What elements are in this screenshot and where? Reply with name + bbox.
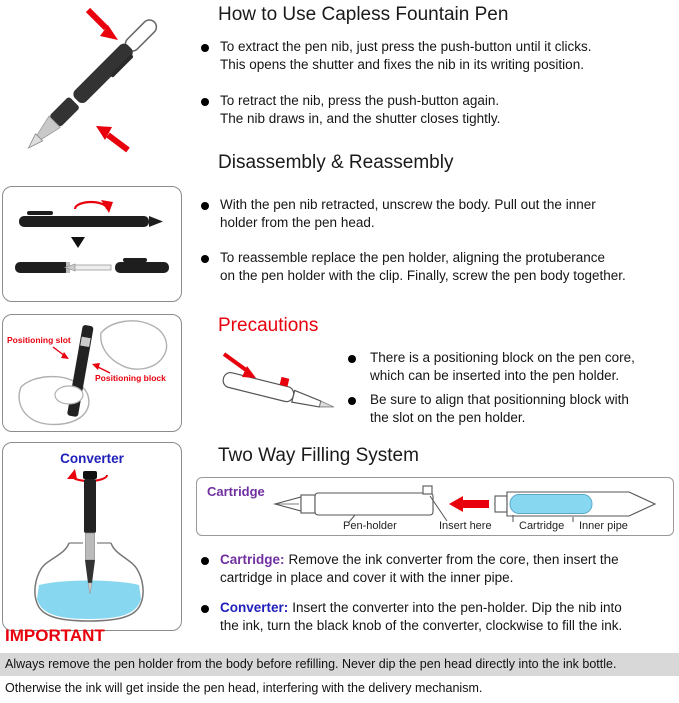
converter-knob — [83, 471, 97, 479]
disassembly-bullet-2: To reassemble replace the pen holder, al… — [220, 250, 626, 283]
pen-clip — [110, 54, 134, 78]
insert-notch — [422, 485, 433, 495]
rotate-arrow-head — [101, 200, 113, 213]
pen-nib — [27, 133, 44, 149]
converter-drawing — [34, 469, 144, 622]
pen-nib — [87, 582, 93, 595]
cartridge-text: Remove the ink converter from the core, … — [220, 552, 619, 585]
ink — [37, 580, 141, 619]
block-pointer-line — [97, 366, 111, 374]
positioning-slot-label: Positioning slot — [7, 335, 71, 345]
important-label: IMPORTANT — [5, 626, 105, 645]
how-to-title: How to Use Capless Fountain Pen — [218, 4, 509, 25]
bullet-dot — [348, 397, 356, 405]
bullet-dot — [348, 355, 356, 363]
bullet-dot — [201, 44, 209, 52]
important-highlight-bar: Always remove the pen holder from the bo… — [0, 653, 679, 676]
upper-hand — [100, 320, 168, 370]
bullet-dot — [201, 557, 209, 565]
nib-arrow-head — [96, 126, 112, 140]
converter-barrel — [85, 532, 95, 561]
nib-arrow-shaft — [106, 132, 130, 153]
converter-text: Insert the converter into the pen-holder… — [220, 600, 623, 633]
press-arrow-head — [100, 25, 118, 40]
positioning-illustration: Positioning slot Positioning block — [2, 314, 182, 432]
pen-front — [85, 560, 95, 583]
core-arrow-head — [242, 366, 256, 378]
precautions-title: Precautions — [218, 315, 319, 336]
assembled-pen-tip — [149, 216, 163, 227]
holder-body — [314, 492, 434, 516]
hands-drawing — [18, 320, 168, 426]
cartridge-neck — [494, 495, 508, 513]
positioning-block — [279, 376, 290, 387]
down-triangle — [71, 237, 85, 248]
rotate-arrow — [73, 200, 109, 210]
bullet-dot — [201, 255, 209, 263]
assembled-pen — [19, 216, 149, 227]
pen-clip-rear — [123, 258, 147, 262]
holder-grip — [300, 494, 316, 514]
disassembly-drawing — [15, 200, 169, 273]
how-to-bullet-2: To retract the nib, press the push-butto… — [220, 93, 501, 126]
pen-holder-label: Pen-holder — [343, 520, 397, 532]
disassembly-title: Disassembly & Reassembly — [218, 152, 454, 173]
inner-pipe-label: Inner pipe — [579, 520, 628, 532]
pen-core-drawing — [222, 352, 335, 408]
slot-pointer-head — [61, 352, 69, 359]
press-arrow-shaft — [85, 7, 109, 31]
insert-here-tick — [429, 495, 448, 522]
pen-core-band — [80, 336, 91, 348]
pen-body — [73, 43, 133, 104]
how-to-bullet-1: To extract the pen nib, just press the p… — [220, 39, 592, 72]
insert-arrow — [449, 496, 489, 512]
core-nib — [318, 400, 335, 408]
cartridge-corner-label: Cartridge — [207, 484, 265, 499]
ink-bottle — [34, 542, 144, 622]
turn-arrow-head — [67, 469, 77, 479]
important-line-1: Always remove the pen holder from the bo… — [5, 657, 617, 671]
pen-front-part — [15, 262, 70, 273]
pen-core-illustration — [194, 344, 344, 434]
converter-prefix: Converter: — [220, 600, 289, 615]
disassembly-bullet-1: With the pen nib retracted, unscrew the … — [220, 197, 596, 230]
converter-illustration: Converter — [2, 442, 182, 631]
precautions-bullet-1: There is a positioning block on the pen … — [370, 350, 635, 383]
block-pointer-head — [92, 363, 100, 370]
ink-cartridge — [509, 494, 593, 514]
pen-front-section — [50, 97, 79, 127]
disassembly-illustration — [2, 186, 182, 302]
precautions-bullet-2: Be sure to align that positionning block… — [370, 392, 629, 425]
positioning-block-label: Positioning block — [95, 373, 166, 383]
thumb — [54, 385, 84, 405]
pen-press-drawing — [27, 7, 158, 153]
pen-body-part — [115, 262, 169, 273]
bullet-dot — [201, 98, 209, 106]
cartridge-bullet: Cartridge:Remove the ink converter from … — [220, 551, 619, 587]
bullet-dot — [201, 202, 209, 210]
pen-clip — [27, 211, 53, 215]
inner-holder — [74, 264, 112, 271]
pen-body — [84, 479, 96, 533]
cartridge-diagram: Cartridge Pen-holder Insert here Cartrid… — [196, 477, 674, 536]
cartridge-label: Cartridge — [519, 520, 565, 532]
important-line-2: Otherwise the ink will get inside the pe… — [5, 681, 483, 695]
converter-box-title: Converter — [60, 451, 124, 466]
converter-bullet: Converter:Insert the converter into the … — [220, 599, 622, 635]
pen-holder-tick — [348, 514, 356, 523]
cartridge-prefix: Cartridge: — [220, 552, 285, 567]
core-body — [222, 371, 295, 403]
pen-press-illustration — [0, 0, 188, 174]
filling-title: Two Way Filling System — [218, 445, 419, 466]
core-arrow-shaft — [222, 352, 248, 372]
core-front — [291, 389, 322, 408]
bullet-dot — [201, 605, 209, 613]
cartridge-diagram-drawing — [272, 485, 657, 523]
insert-here-label: Insert here — [439, 520, 492, 532]
